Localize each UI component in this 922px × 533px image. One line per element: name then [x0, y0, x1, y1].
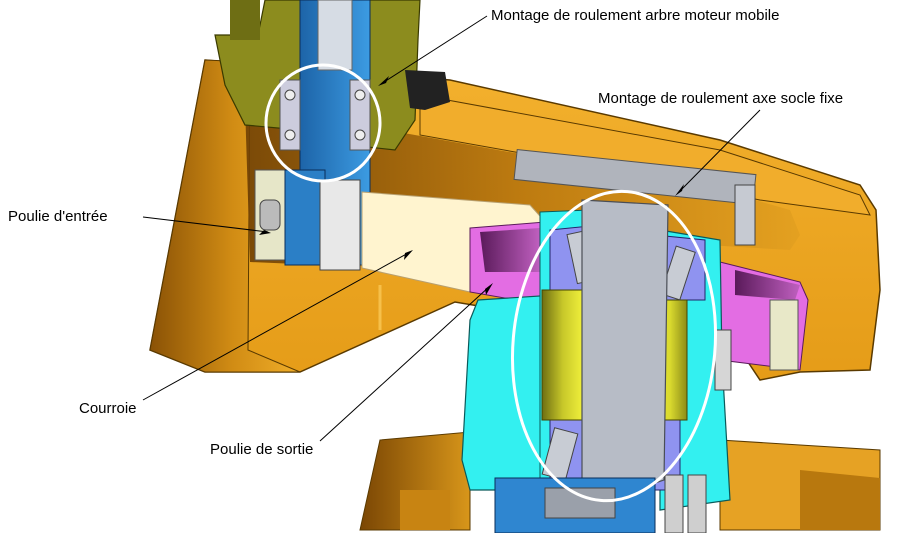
arrow-input-pulley	[259, 230, 271, 235]
base-frame	[359, 431, 881, 531]
leader-input-pulley	[142, 216, 269, 233]
leader-motor-bearing	[380, 15, 488, 85]
motor-bearing-highlight	[264, 63, 382, 183]
label-input-pulley: Poulie d'entrée	[8, 208, 108, 225]
label-output-pulley: Poulie de sortie	[210, 441, 314, 458]
leader-base-bearing	[677, 109, 761, 194]
base-bearing-highlight	[510, 189, 718, 503]
arrow-motor-bearing	[378, 76, 389, 86]
output-pulley	[469, 221, 809, 371]
leader-belt	[142, 251, 411, 401]
input-pulley	[254, 169, 361, 271]
leader-output-pulley	[319, 285, 491, 442]
label-base-axis-bearing: Montage de roulement axe socle fixe	[598, 90, 844, 107]
label-motor-shaft-bearing: Montage de roulement arbre moteur mobile	[491, 7, 780, 24]
label-belt: Courroie	[79, 400, 137, 417]
arrow-output-pulley	[485, 283, 493, 295]
arrow-base-bearing	[675, 184, 684, 196]
bottom-bearing	[494, 474, 707, 533]
leader-lines	[142, 15, 761, 442]
arrow-belt	[404, 250, 413, 260]
